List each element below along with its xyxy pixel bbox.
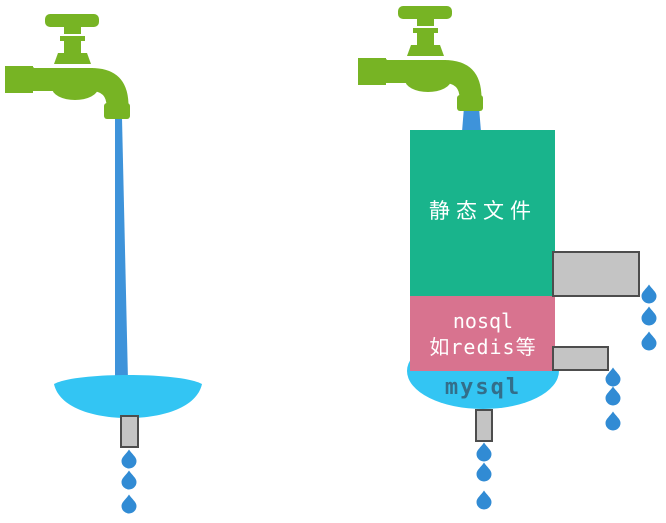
mysql-label: mysql (445, 375, 521, 400)
outlet-pipe-nosql (552, 346, 609, 371)
layer-nosql (410, 296, 555, 371)
water-drop-icon (476, 462, 492, 482)
water-drop-icon (121, 494, 137, 514)
layer-static-files (410, 130, 555, 296)
faucet-icon-right (358, 6, 483, 111)
water-drops (121, 284, 657, 514)
faucet-icon-left (5, 14, 130, 119)
nosql-label-line2: 如redis等 (429, 335, 536, 359)
water-drop-icon (641, 284, 657, 304)
nosql-label-line1: nosql (453, 309, 513, 333)
water-stream-right (462, 107, 481, 132)
water-drop-icon (605, 386, 621, 406)
water-drop-icon (476, 490, 492, 510)
water-drop-icon (605, 411, 621, 431)
water-drop-icon (641, 306, 657, 326)
water-drop-icon (121, 470, 137, 490)
water-drop-icon (476, 442, 492, 462)
faucets (5, 6, 483, 119)
water-drop-icon (121, 449, 137, 469)
water-streams (115, 107, 481, 381)
water-drop-icon (641, 331, 657, 351)
outlet-pipe-static-files (552, 251, 640, 297)
collection-bowl-left (54, 375, 202, 418)
outlet-pipes (120, 251, 640, 448)
static-files-label: 静态文件 (429, 199, 537, 223)
outlet-pipe-mysql (475, 409, 493, 442)
outlet-pipe-left-bowl (120, 415, 139, 448)
water-stream-left (115, 118, 128, 381)
